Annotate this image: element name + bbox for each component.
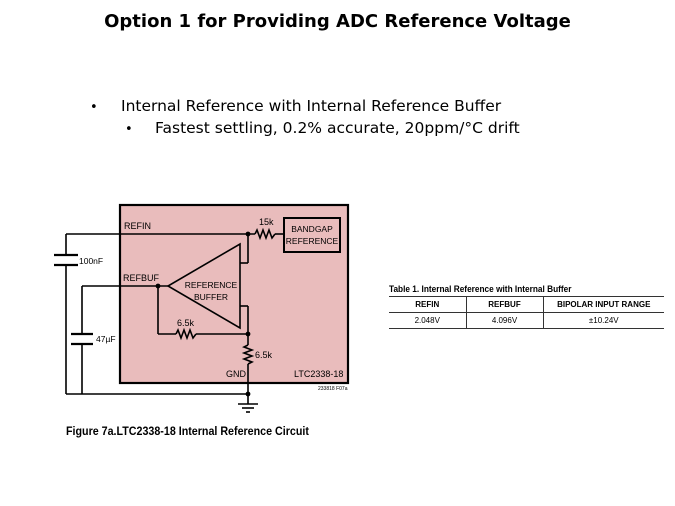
- ground-icon: [238, 403, 258, 413]
- table-row: 2.048V 4.096V ±10.24V: [389, 312, 664, 329]
- resistor-6k5-feedback: [175, 327, 197, 341]
- bullet-level2: • Fastest settling, 0.2% accurate, 20ppm/…: [125, 119, 520, 137]
- figure-code: 233818 F07a: [318, 386, 348, 392]
- junction-dots: [155, 231, 251, 397]
- buffer-label-line1: REFERENCE: [185, 280, 238, 290]
- bullet-level1-text: Internal Reference with Internal Referen…: [121, 97, 502, 115]
- page-title: Option 1 for Providing ADC Reference Vol…: [104, 11, 571, 32]
- table-cell-bipolar-range: ±10.24V: [542, 312, 664, 329]
- table-header-refbuf: REFBUF: [465, 296, 543, 313]
- resistor-label-15k: 15k: [259, 217, 274, 227]
- resistor-label-feedback: 6.5k: [177, 318, 195, 328]
- chip-name-label: LTC2338-18: [294, 369, 343, 379]
- table-header-refin: REFIN: [389, 296, 466, 313]
- bullet-dot: •: [125, 122, 133, 137]
- bandgap-label-line2: REFERENCE: [286, 236, 339, 246]
- bandgap-label-line1: BANDGAP: [291, 224, 333, 234]
- capacitor-plates: [54, 253, 93, 346]
- capacitor-label-100nf: 100nF: [79, 256, 103, 266]
- bullet-dot: •: [90, 100, 98, 115]
- pin-label-refin: REFIN: [124, 221, 151, 231]
- resistor-15k: [254, 227, 276, 241]
- pin-label-gnd: GND: [226, 369, 247, 379]
- bullet-level2-text: Fastest settling, 0.2% accurate, 20ppm/°…: [155, 119, 520, 137]
- table-cell-refin: 2.048V: [389, 312, 466, 329]
- resistor-label-gnd: 6.5k: [255, 350, 273, 360]
- table-caption: Table 1. Internal Reference with Interna…: [389, 284, 572, 294]
- table-cell-refbuf: 4.096V: [465, 312, 543, 329]
- table-header-bipolar-range: BIPOLAR INPUT RANGE: [542, 296, 664, 313]
- resistor-6k5-gnd: [241, 344, 255, 365]
- figure-caption: Figure 7a.LTC2338-18 Internal Reference …: [66, 426, 309, 438]
- pin-label-refbuf: REFBUF: [123, 273, 160, 283]
- bandgap-reference-box: [283, 217, 341, 253]
- capacitor-label-47uf: 47µF: [96, 334, 116, 344]
- wiring: [65, 227, 284, 404]
- bullet-level1: • Internal Reference with Internal Refere…: [90, 97, 501, 115]
- table-header-row: REFIN REFBUF BIPOLAR INPUT RANGE: [389, 296, 664, 313]
- buffer-label-line2: BUFFER: [194, 292, 228, 302]
- reference-buffer-triangle: [166, 242, 241, 330]
- reference-table: REFIN REFBUF BIPOLAR INPUT RANGE 2.048V …: [389, 296, 664, 329]
